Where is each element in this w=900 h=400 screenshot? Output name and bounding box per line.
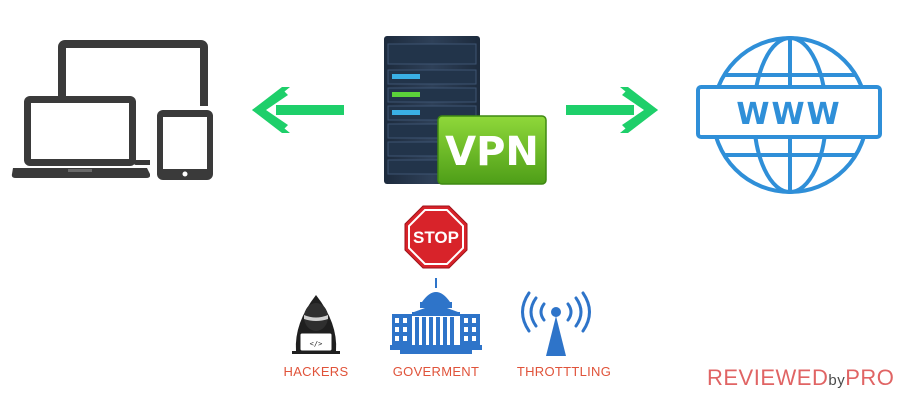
stop-sign-icon: STOP (404, 205, 468, 269)
vpn-server-icon: VPN (380, 36, 550, 188)
arrow-left-icon (252, 87, 344, 133)
threat-label-hackers: HACKERS (283, 364, 349, 379)
arrow-right-icon (566, 87, 658, 133)
brand-logo: REVIEWEDbyPRO (707, 365, 895, 391)
svg-text:</>: </> (310, 340, 323, 348)
threat-label-government: GOVERMENT (392, 364, 480, 379)
brand-part-reviewed: REVIEWED (707, 365, 829, 390)
www-label: WWW (736, 97, 841, 132)
globe-www-icon: WWW (694, 35, 890, 195)
government-building-icon (390, 278, 482, 358)
brand-part-pro: PRO (845, 365, 895, 390)
devices-icon (11, 38, 218, 180)
antenna-icon (521, 290, 591, 358)
stop-label: STOP (413, 228, 459, 247)
hacker-icon: </> (288, 293, 344, 355)
threat-label-throttling: THROTTTLING (516, 364, 612, 379)
vpn-label: VPN (445, 129, 539, 175)
brand-part-by: by (828, 372, 846, 389)
